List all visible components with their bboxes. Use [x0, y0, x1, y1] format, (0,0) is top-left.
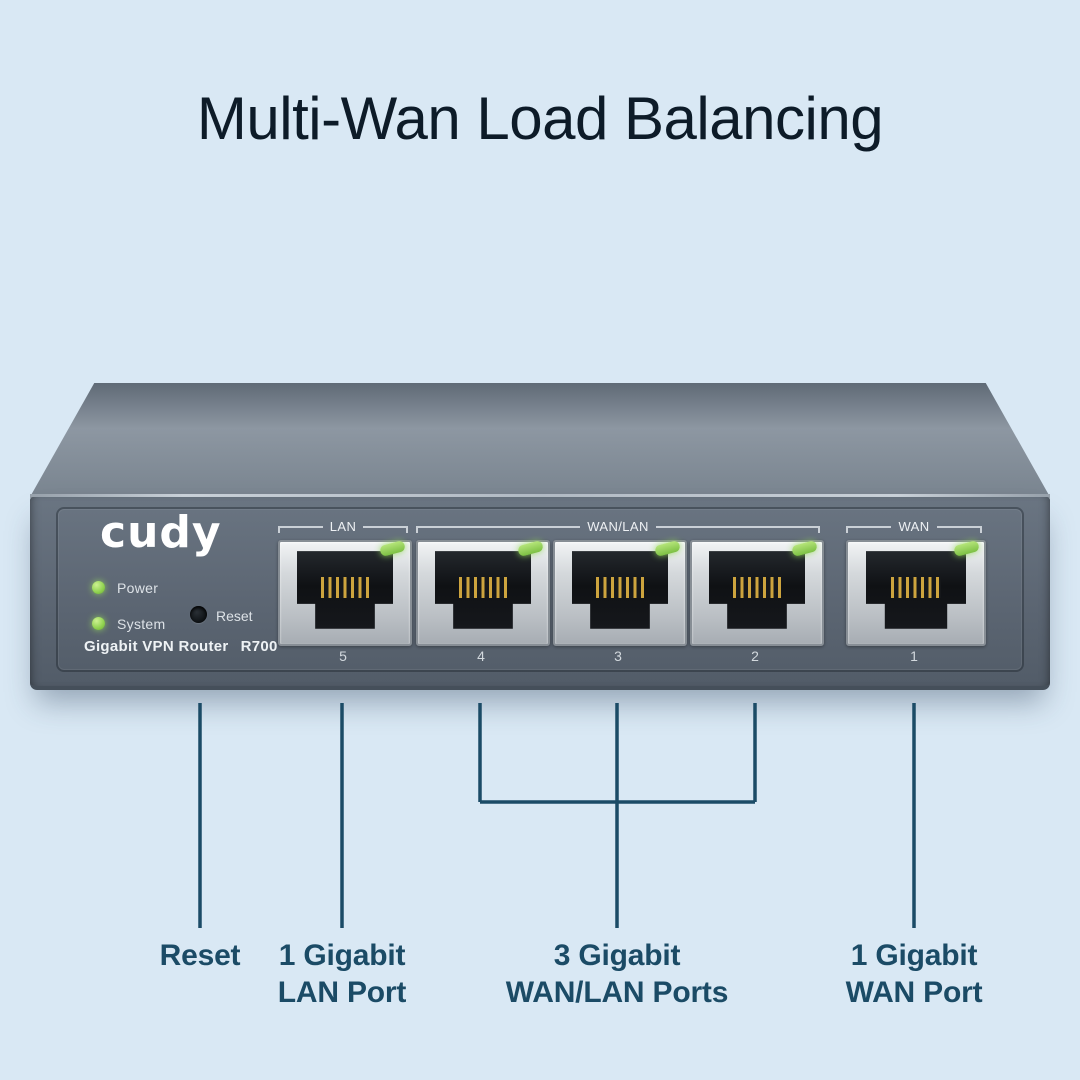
- rj45-pins: [320, 576, 370, 598]
- port-group-wanlan-text: WAN/LAN: [587, 519, 649, 534]
- port-group-label-wan: WAN: [846, 519, 983, 534]
- callout-line-wanlan: [478, 703, 757, 928]
- reset-button-label: Reset: [216, 608, 253, 624]
- ethernet-port-5: [278, 539, 412, 646]
- callout-text-line: 1 Gigabit: [850, 939, 978, 972]
- bracket-line: [936, 525, 983, 533]
- callout-label-wanlan-ports: 3 Gigabit WAN/LAN Ports: [505, 938, 729, 1011]
- system-led: [92, 617, 105, 630]
- port-number-1: 1: [910, 648, 918, 664]
- rj45-pins: [458, 576, 508, 598]
- ethernet-port-3: [553, 539, 687, 646]
- rj45-jack: [865, 551, 967, 629]
- ethernet-port-1: [846, 539, 986, 646]
- rj45-pins: [890, 576, 942, 598]
- router-device: cudy Power System Reset Gigabit VPN Rout…: [30, 383, 1050, 690]
- front-panel-outline: [56, 507, 1024, 672]
- callout-text-line: Reset: [159, 939, 241, 972]
- rj45-pins: [732, 576, 782, 598]
- page-title: Multi-Wan Load Balancing: [196, 85, 884, 152]
- callout-text-line: 1 Gigabit: [278, 939, 406, 972]
- bracket-line: [278, 525, 323, 533]
- rj45-jack: [571, 551, 669, 629]
- reset-button: [190, 606, 207, 623]
- rj45-pins: [595, 576, 645, 598]
- model-number: R700: [240, 638, 278, 655]
- port-number-2: 2: [751, 648, 759, 664]
- callout-label-reset: Reset: [160, 938, 241, 975]
- bracket-line: [846, 525, 892, 533]
- port-group-lan-text: LAN: [329, 519, 357, 534]
- router-front-face: cudy Power System Reset Gigabit VPN Rout…: [30, 497, 1050, 690]
- port-group-label-wanlan: WAN/LAN: [416, 519, 821, 534]
- bracket-line: [416, 525, 581, 533]
- router-front-edge-highlight: [30, 494, 1050, 498]
- port-number-4: 4: [477, 648, 485, 664]
- power-led: [92, 581, 105, 594]
- port-group-wan-text: WAN: [898, 519, 930, 534]
- ethernet-port-4: [416, 539, 550, 646]
- rj45-jack: [434, 551, 532, 629]
- port-number-5: 5: [339, 648, 347, 664]
- model-name: Gigabit VPN Router R700: [84, 638, 278, 655]
- system-led-label: System: [117, 616, 166, 632]
- bracket-line: [655, 525, 821, 533]
- ethernet-port-2: [690, 539, 824, 646]
- port-number-3: 3: [614, 648, 622, 664]
- brand-logo: cudy: [100, 507, 222, 558]
- callout-text-line: WAN Port: [845, 975, 983, 1009]
- bracket-line: [363, 525, 408, 533]
- rj45-jack: [708, 551, 806, 629]
- model-label: Gigabit VPN Router: [84, 638, 229, 655]
- port-group-label-lan: LAN: [278, 520, 408, 533]
- port-activity-led: [953, 539, 980, 558]
- callout-label-wan-port: 1 Gigabit WAN Port: [846, 938, 983, 1011]
- callout-label-lan-port: 1 Gigabit LAN Port: [277, 938, 407, 1011]
- router-top-face: [30, 383, 1050, 497]
- callout-text-line: LAN Port: [277, 975, 407, 1009]
- rj45-jack: [296, 551, 394, 629]
- power-led-label: Power: [117, 580, 159, 596]
- callout-text-line: 3 Gigabit: [553, 939, 681, 972]
- callout-text-line: WAN/LAN Ports: [505, 975, 729, 1009]
